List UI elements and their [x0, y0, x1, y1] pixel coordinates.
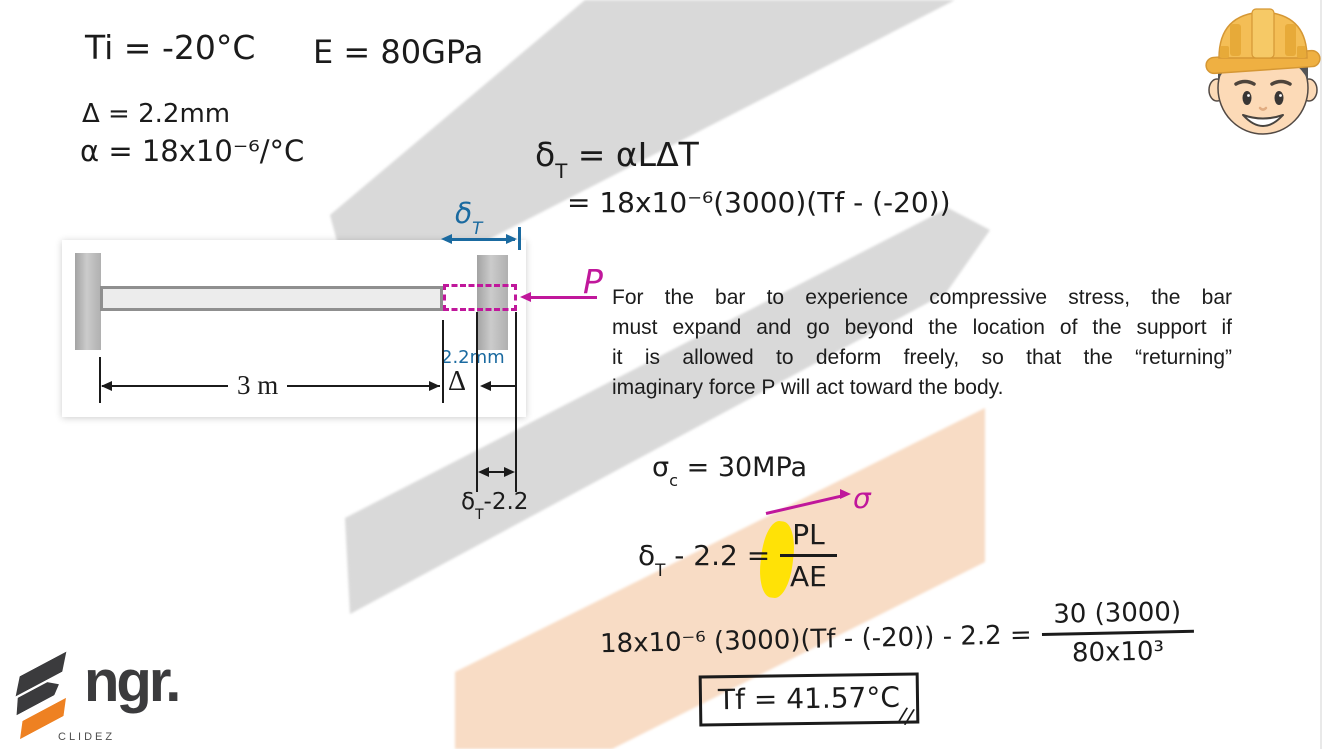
compat-lhs: δT - 2.2 = [638, 539, 771, 578]
sigma-annotation-arrowhead [840, 489, 851, 499]
explanation-line: must expand and go beyond the location o… [612, 316, 1232, 339]
dim-deltaT-line [445, 238, 515, 241]
steel-bar [100, 286, 443, 311]
delta-subscript: T [472, 217, 483, 238]
sigma-annotation-label: σ [853, 482, 871, 515]
fraction-30-3000: 30 (3000)80x10³ [1040, 596, 1194, 669]
given-elastic-modulus: E = 80GPa [313, 33, 484, 71]
dim-penetration-line [488, 471, 505, 473]
fraction-numerator: 30 (3000) [1040, 596, 1194, 636]
bar-diagram [62, 240, 526, 417]
fraction-denominator: 80x10³ [1071, 636, 1165, 669]
dim-deltaT-tick [518, 227, 521, 250]
label-penetration: δT-2.2 [461, 489, 529, 521]
dim-3m-tick-left [99, 357, 101, 403]
dim-gap-line [491, 385, 517, 387]
watermark-stripe-orange [455, 408, 985, 749]
force-arrow-line [531, 296, 597, 299]
logo-text: ngr. [84, 649, 181, 714]
sigma-subscript: c [669, 471, 679, 491]
explanation-line: it is allowed to deform freely, so that … [612, 346, 1232, 369]
extension-line-free-end [515, 312, 517, 492]
explanation-text: For the bar to experience compressive st… [612, 283, 1232, 403]
eq-thermal-expansion: δT = αLΔT [535, 135, 699, 181]
explanation-line: imaginary force P will act toward the bo… [612, 376, 1004, 399]
engineer-avatar [1205, 8, 1321, 135]
fraction-denominator: AE [790, 560, 827, 593]
delta-symbol: δ [535, 135, 556, 174]
watermark-stripe-gray-middle [345, 208, 990, 614]
delta-symbol: δ [461, 489, 476, 515]
given-thermal-coefficient: α = 18x10⁻⁶/°C [80, 134, 305, 168]
delta-symbol: δ [638, 539, 656, 572]
eq-thermal-substituted: = 18x10⁻⁶(3000)(Tf - (-20)) [567, 186, 951, 219]
dim-3m-arrowhead-right [429, 381, 440, 391]
sigma-value: = 30MPa [678, 452, 808, 483]
dim-3m-arrowhead-left [101, 381, 112, 391]
dim-penetration-arrowhead-right [504, 467, 515, 477]
answer-box: Tf = 41.57°C [698, 672, 920, 727]
label-gap-symbol: Δ [448, 366, 467, 397]
right-wall-support [477, 255, 508, 350]
force-label: P [583, 262, 603, 301]
right-edge-divider [1320, 0, 1322, 749]
free-expansion-dashed-outline [443, 284, 517, 311]
dim-3m-tick-right [442, 320, 444, 403]
compat-rest: - 2.2 = [665, 539, 771, 572]
delta-symbol: δ [455, 197, 473, 230]
sigma-symbol: σ [652, 452, 670, 483]
extension-line-support-face [476, 312, 478, 492]
delta-subscript: T [655, 559, 666, 580]
explanation-line: For the bar to experience compressive st… [612, 286, 1232, 309]
force-arrowhead-icon [520, 292, 531, 302]
eq-allowable-stress: σc = 30MPa [652, 452, 808, 489]
final-lhs: 18x10⁻⁶ (3000)(Tf - (-20)) - 2.2 = [599, 619, 1033, 659]
eq-thermal-rhs: = αLΔT [567, 135, 699, 174]
delta-subscript: T [555, 159, 568, 183]
label-gap-value: 2.2mm [441, 347, 505, 368]
label-bar-length: 3 m [228, 370, 288, 401]
dim-penetration-arrowhead-left [478, 467, 489, 477]
given-initial-temperature: Ti = -20°C [85, 28, 256, 67]
given-gap-value: Δ = 2.2mm [82, 99, 231, 129]
penetration-rest: -2.2 [483, 489, 529, 515]
left-wall-support [75, 253, 101, 350]
watermark-stripe-gray-top [330, 0, 955, 308]
dim-gap-arrowhead [480, 381, 491, 391]
logo-subtitle: CLIDEZ [58, 731, 116, 743]
label-deltaT: δT [455, 197, 482, 236]
fraction-numerator: PL [780, 518, 837, 557]
eq-final-solve: 18x10⁻⁶ (3000)(Tf - (-20)) - 2.2 = 30 (3… [599, 596, 1194, 678]
delta-subscript: T [475, 506, 484, 523]
